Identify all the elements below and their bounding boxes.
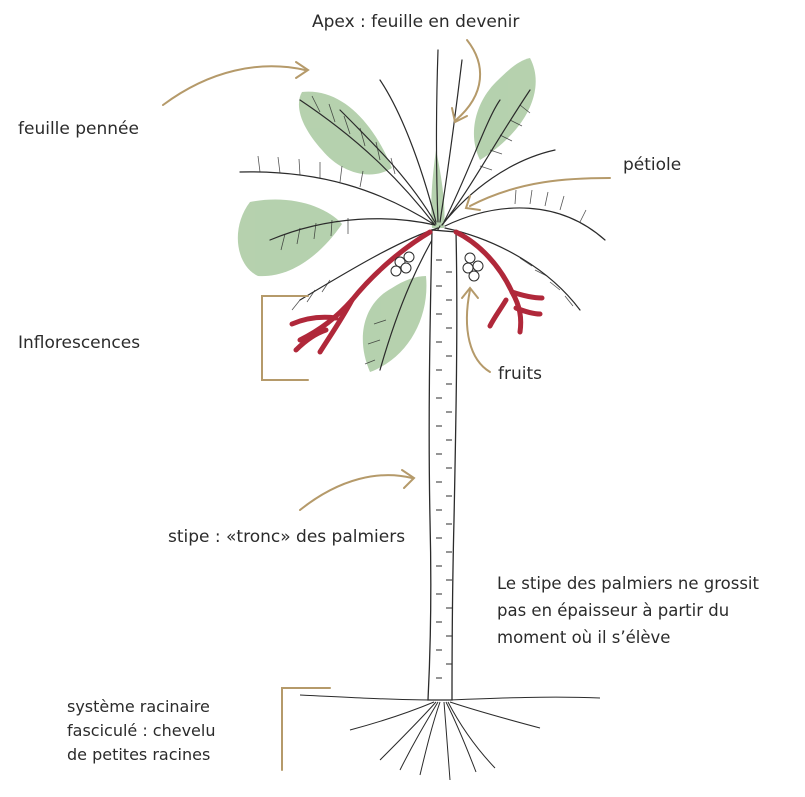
note-line: pas en épaisseur à partir du <box>497 597 797 624</box>
note-line: moment où il s’élève <box>497 624 797 651</box>
arrow-petiole <box>470 178 610 206</box>
label-feuille-pennee: feuille pennée <box>18 116 139 142</box>
arrow-stipe <box>300 475 412 510</box>
note-stipe-growth: Le stipe des palmiers ne grossit pas en … <box>497 570 797 651</box>
bracket-racines <box>282 688 330 770</box>
label-fruits: fruits <box>498 361 542 387</box>
label-systeme-racinaire: système racinaire fasciculé : chevelu de… <box>67 695 257 767</box>
racine-line: fasciculé : chevelu <box>67 719 257 743</box>
label-inflorescences: Inflorescences <box>18 330 140 356</box>
leaf-blade-upper-right <box>474 58 536 160</box>
inflorescence-right <box>456 232 521 332</box>
annotation-arrows <box>163 40 610 770</box>
label-stipe: stipe : «tronc» des palmiers <box>168 524 405 550</box>
arrow-fruits <box>467 290 490 372</box>
racine-line: système racinaire <box>67 695 257 719</box>
label-petiole: pétiole <box>623 152 681 178</box>
stipe <box>428 230 457 700</box>
note-line: Le stipe des palmiers ne grossit <box>497 570 797 597</box>
arrow-feuille <box>163 66 305 105</box>
roots <box>300 695 600 780</box>
label-apex: Apex : feuille en devenir <box>312 9 519 35</box>
leaf-blade-left <box>238 199 342 276</box>
racine-line: de petites racines <box>67 743 257 767</box>
